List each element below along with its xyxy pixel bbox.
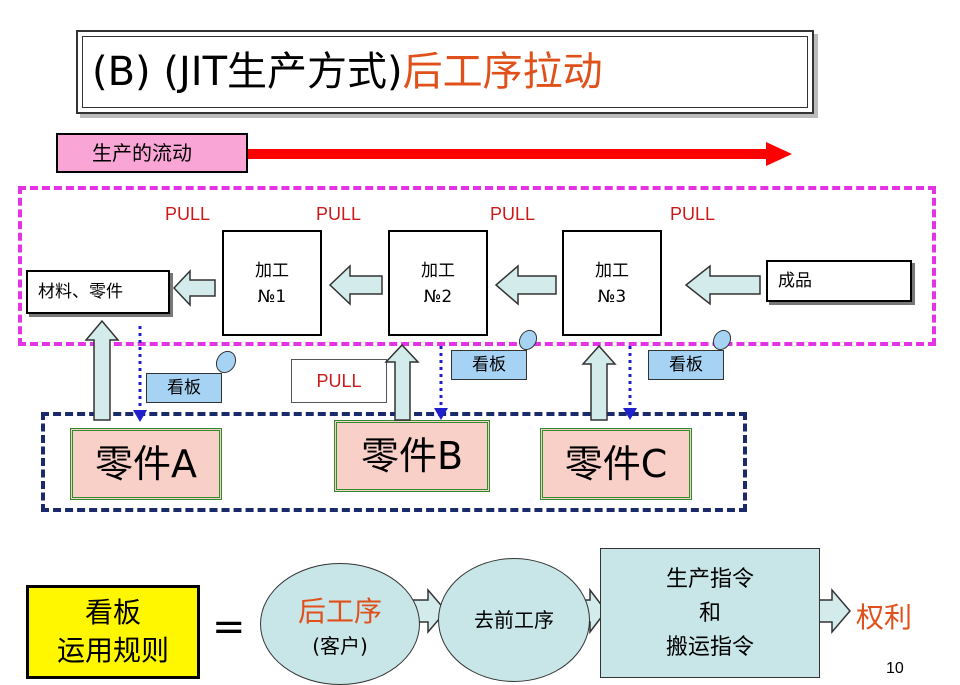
- parts-area: [41, 412, 747, 512]
- process-2-name: 加工: [421, 261, 455, 281]
- production-flow-label: 生产的流动: [56, 133, 248, 173]
- process-1-name: 加工: [255, 261, 289, 281]
- process-3-name: 加工: [595, 261, 629, 281]
- kanban-tag-3: 看板: [648, 350, 724, 380]
- kanban-arrowhead-2: [434, 408, 448, 420]
- pull-label-1: PULL: [165, 204, 211, 224]
- page-number: 10: [886, 660, 904, 677]
- left-arrow-to-materials: [172, 269, 216, 307]
- kanban-tag-2: 看板: [451, 350, 527, 380]
- process-2-number: №2: [423, 287, 453, 307]
- downstream-process-ellipse: 后工序 (客户): [260, 563, 420, 685]
- kanban-tag-tail-1: [215, 350, 237, 374]
- kanban-rules-box: 看板 运用规则: [26, 585, 200, 679]
- upstream-process-ellipse: 去前工序: [438, 558, 590, 682]
- left-arrow-to-process-2: [494, 264, 557, 306]
- instruction-and: 和: [698, 601, 721, 626]
- transport-instruction: 搬运指令: [665, 635, 754, 660]
- process-2: 加工 №2: [388, 230, 488, 336]
- rights-label: 权利: [856, 601, 913, 634]
- up-arrow-part-a: [84, 319, 120, 421]
- title-accent: 后工序拉动: [402, 49, 603, 95]
- left-arrow-to-process-1: [328, 264, 383, 306]
- left-arrow-to-process-3: [684, 264, 761, 306]
- title-prefix: (B) (JIT生产方式): [92, 49, 403, 95]
- equals-sign: =: [212, 604, 246, 650]
- kanban-tag-tail-3: [712, 329, 732, 351]
- process-3: 加工 №3: [562, 230, 662, 336]
- up-arrow-part-b: [384, 343, 420, 421]
- kanban-arrowhead-1: [133, 410, 147, 422]
- rules-line-2: 运用规则: [56, 634, 169, 667]
- upstream-process-label: 去前工序: [474, 608, 554, 632]
- kanban-arrowhead-3: [623, 408, 637, 420]
- downstream-process-label: 后工序: [297, 595, 382, 628]
- kanban-tag-1: 看板: [146, 373, 222, 403]
- title-box: [76, 30, 814, 114]
- production-instruction: 生产指令: [665, 567, 754, 592]
- materials-box: 材料、零件: [26, 270, 170, 314]
- kanban-tag-tail-2: [518, 329, 538, 351]
- part-b: 零件B: [334, 420, 490, 492]
- process-1-number: №1: [257, 287, 287, 307]
- process-1: 加工 №1: [222, 230, 322, 336]
- process-3-number: №3: [597, 287, 627, 307]
- process-area: [18, 186, 936, 346]
- instructions-box: 生产指令 和 搬运指令: [600, 548, 820, 678]
- rules-line-1: 看板: [84, 596, 141, 629]
- up-arrow-part-c: [581, 344, 617, 421]
- pull-label-4: PULL: [670, 204, 716, 224]
- pull-label-3: PULL: [490, 204, 536, 224]
- part-c: 零件C: [540, 428, 692, 500]
- customer-label: (客户): [312, 634, 368, 658]
- production-flow-arrow: [248, 142, 792, 166]
- page-title: (B) (JIT生产方式)后工序拉动: [92, 46, 603, 98]
- pull-label-box: PULL: [291, 359, 387, 403]
- part-a: 零件A: [70, 428, 222, 500]
- pull-label-2: PULL: [316, 204, 362, 224]
- product-box: 成品: [766, 260, 912, 302]
